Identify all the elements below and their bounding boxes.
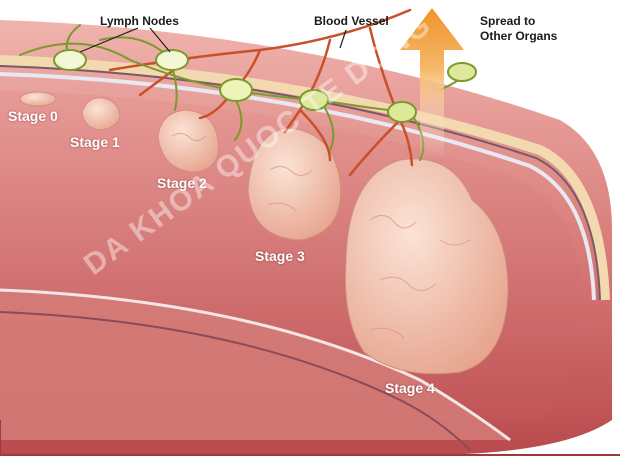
spread-label: Spread to Other Organs — [480, 14, 557, 44]
tumor-stage-4 — [344, 158, 509, 375]
stage-2-label: Stage 2 — [157, 175, 207, 191]
lymph-node — [447, 62, 477, 82]
stage-1-label: Stage 1 — [70, 134, 120, 150]
blood-vessel-network — [108, 8, 414, 177]
tumor-stage-1 — [81, 97, 121, 131]
lymph-node — [387, 101, 417, 123]
lymph-nodes-group — [53, 49, 477, 123]
lymph-nodes-label: Lymph Nodes — [100, 14, 179, 28]
spread-arrow — [400, 8, 464, 160]
stage-0-label: Stage 0 — [8, 108, 58, 124]
stage-4-label: Stage 4 — [385, 380, 435, 396]
spread-label-line1: Spread to — [480, 14, 536, 28]
tumor-stage-2 — [157, 109, 220, 173]
stage-3-label: Stage 3 — [255, 248, 305, 264]
lymph-node — [53, 49, 87, 71]
blood-vessel-label: Blood Vessel — [314, 14, 389, 28]
lymph-node — [155, 49, 189, 71]
tumor-stage-0 — [19, 91, 57, 107]
tumor-stage-3 — [247, 127, 342, 241]
serosa-layer — [0, 55, 610, 301]
spread-label-line2: Other Organs — [480, 29, 558, 43]
lymph-node — [299, 89, 329, 111]
lymph-node — [219, 78, 253, 102]
colon-lower-wall — [0, 290, 510, 440]
